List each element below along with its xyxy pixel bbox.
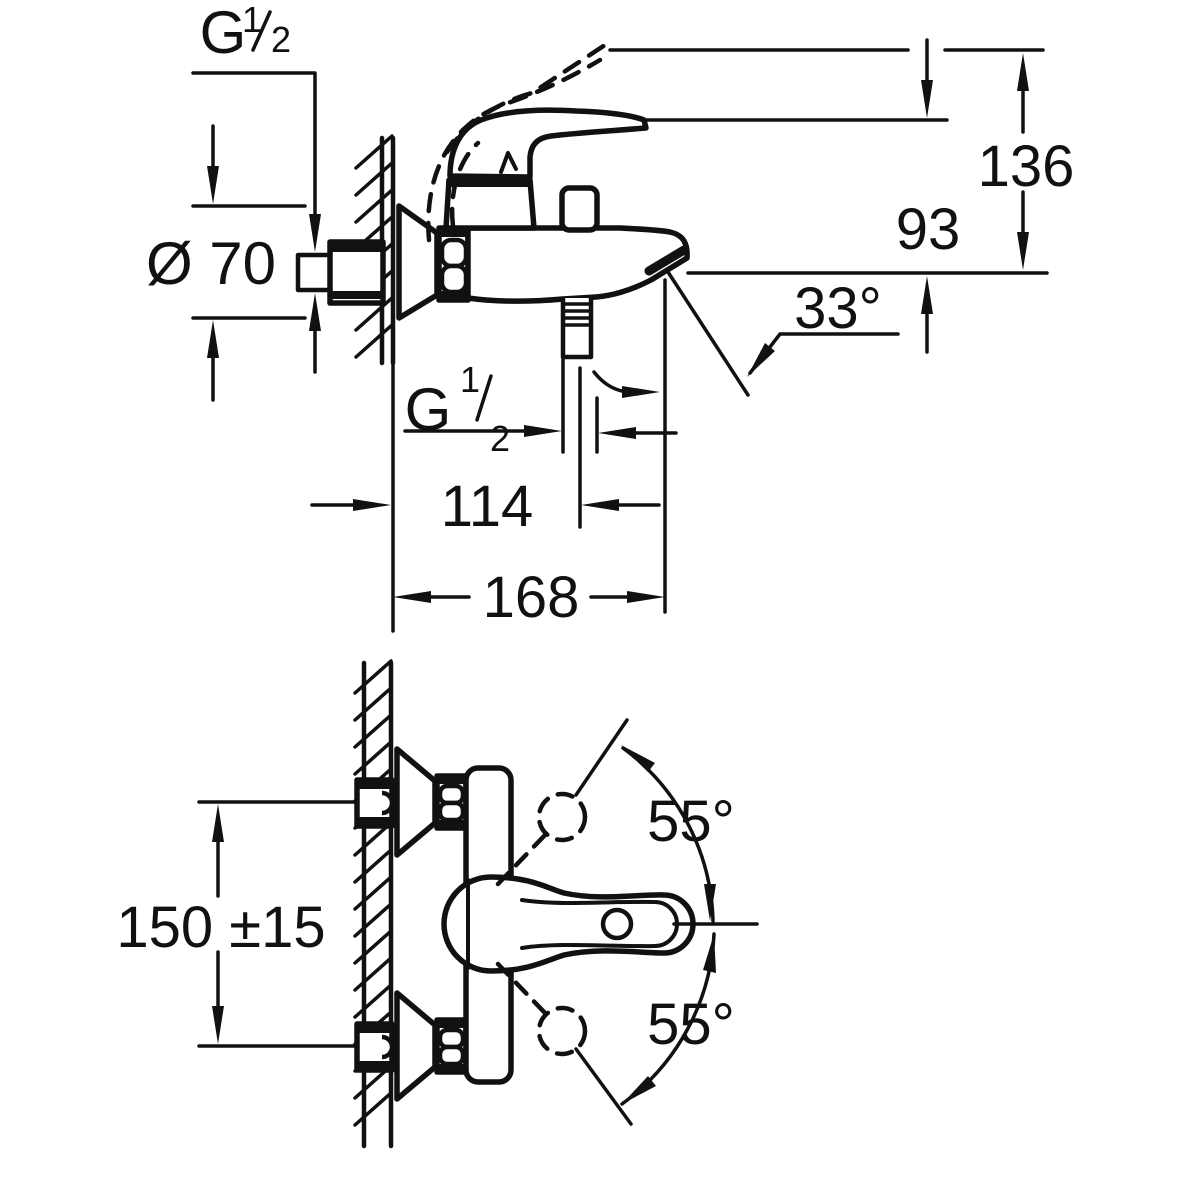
aerator-face xyxy=(644,245,689,276)
connection-nut-facet-upper xyxy=(439,237,469,269)
flange-diameter-label: Ø 70 xyxy=(146,230,276,297)
union-nut-chamfer-bottom xyxy=(332,291,381,299)
upper-union-bore xyxy=(381,790,395,816)
inlet-thread-numerator: 1 xyxy=(242,0,262,40)
outlet-thread-label: G xyxy=(405,376,452,443)
union-nut-chamfer-top xyxy=(332,244,381,252)
lever-raised-top-edge xyxy=(444,42,608,155)
outlet-thread-denominator: 2 xyxy=(490,418,510,459)
connection-nut-facet-lower xyxy=(439,263,469,295)
lever-handle xyxy=(447,107,649,180)
outlet-thread-numerator: 1 xyxy=(460,359,480,400)
swivel-tangent-lines xyxy=(574,718,633,1126)
upper-union-edge-top xyxy=(359,782,390,789)
wall-to-outlet-label: 114 xyxy=(441,474,533,539)
plan-wall-section xyxy=(353,659,394,1149)
lower-escutcheon-cone xyxy=(394,990,438,1102)
swivel-knob-lower-dashed xyxy=(536,1005,588,1057)
lower-nut-facet-b xyxy=(437,1044,466,1067)
plan-view-labels: 150 ±15 55° 55° xyxy=(116,789,734,1057)
upper-union-edge-bottom xyxy=(359,817,390,824)
swivel-lever-dashed-lines xyxy=(495,831,549,1017)
lever-ridge-detail xyxy=(499,151,518,174)
height-closed-lever-label: 93 xyxy=(896,197,961,262)
inlet-spacing-label: 150 ±15 xyxy=(116,895,325,960)
outlet-thread-lines xyxy=(562,302,592,327)
lever-raised-dashed xyxy=(426,42,608,243)
side-view-labels: G 1 2 Ø 70 93 136 33° G 1 2 114 168 xyxy=(146,0,1074,630)
side-dimension-lines xyxy=(191,10,1049,633)
escutcheon-cone xyxy=(396,203,440,321)
lever-swivel-positions xyxy=(495,791,588,1057)
wall-to-spout-label: 168 xyxy=(483,565,580,630)
spacing-dimension-lines xyxy=(197,800,359,1048)
spout-angle-label: 33° xyxy=(794,276,882,341)
plan-lever xyxy=(441,874,696,974)
inlet-union-lower xyxy=(354,990,469,1102)
lower-nut-edge-top xyxy=(438,1021,465,1028)
side-view: G 1 2 Ø 70 93 136 33° G 1 2 114 168 xyxy=(146,0,1074,633)
faucet-body xyxy=(465,225,690,304)
lower-union-edge-top xyxy=(359,1026,390,1033)
upper-escutcheon-cone xyxy=(394,746,438,858)
inlet-thread-denominator: 2 xyxy=(271,19,291,60)
supply-pipe-stub xyxy=(295,252,332,293)
upper-nut-facet-b xyxy=(437,800,466,823)
height-open-lever-label: 136 xyxy=(978,134,1075,199)
lower-nut-edge-bottom xyxy=(438,1064,465,1071)
cartridge-cap xyxy=(443,177,537,231)
upper-nut-facet-a xyxy=(437,783,466,806)
swivel-knob-upper-dashed xyxy=(536,791,588,843)
plan-lever-knob xyxy=(600,907,634,941)
connection-nut-edge-bottom xyxy=(440,291,467,299)
lower-union-edge-bottom xyxy=(359,1061,390,1068)
swivel-angle-upper-label: 55° xyxy=(647,789,735,854)
side-dimension-arrowheads xyxy=(207,53,1029,603)
swivel-angle-lower-label: 55° xyxy=(647,992,735,1057)
inlet-thread-label: G xyxy=(200,0,247,66)
lower-nut-facet-a xyxy=(437,1027,466,1050)
upper-nut-edge-top xyxy=(438,777,465,784)
diverter-knob xyxy=(559,185,600,233)
connection-nut-edge-top xyxy=(440,229,467,237)
lever-rotation-arc xyxy=(449,140,481,229)
plan-view: 150 ±15 55° 55° xyxy=(116,659,759,1149)
inlet-union-upper xyxy=(354,746,469,858)
shower-outlet-pipe xyxy=(560,298,594,360)
lower-union-bore xyxy=(381,1034,395,1060)
upper-nut-edge-bottom xyxy=(438,820,465,827)
